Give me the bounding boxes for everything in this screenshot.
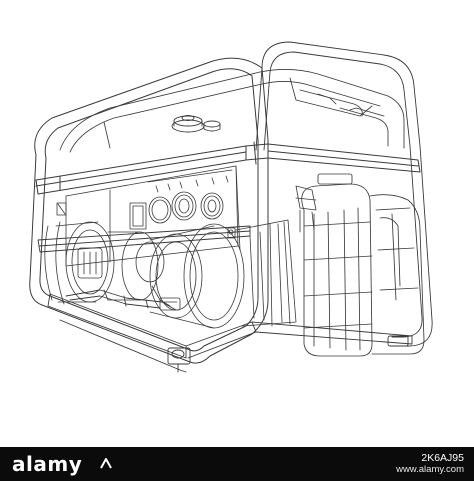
- recoil-starter: [135, 241, 181, 311]
- site-url: www.alamy.com: [396, 464, 464, 475]
- stock-footer: alamy 2K6AJ95 www.alamy.com: [0, 447, 474, 481]
- muffler: [301, 173, 425, 357]
- front-frame: [29, 57, 269, 364]
- back-frame: [255, 41, 433, 347]
- fuel-tank: [59, 69, 405, 153]
- base-chassis: [47, 289, 413, 373]
- image-id: 2K6AJ95: [421, 452, 464, 464]
- illustration-canvas: [29, 41, 433, 373]
- brand-logo: alamy: [12, 452, 83, 476]
- control-panel: [56, 165, 241, 267]
- fuel-cap: [171, 115, 221, 133]
- image-meta: 2K6AJ95 www.alamy.com: [396, 447, 464, 481]
- rubber-feet: [167, 335, 409, 373]
- alternator: [44, 221, 159, 305]
- generator-wireframe: [29, 41, 433, 373]
- brand-mark-icon: [100, 458, 112, 469]
- engine: [149, 185, 317, 329]
- top-band: [35, 141, 421, 195]
